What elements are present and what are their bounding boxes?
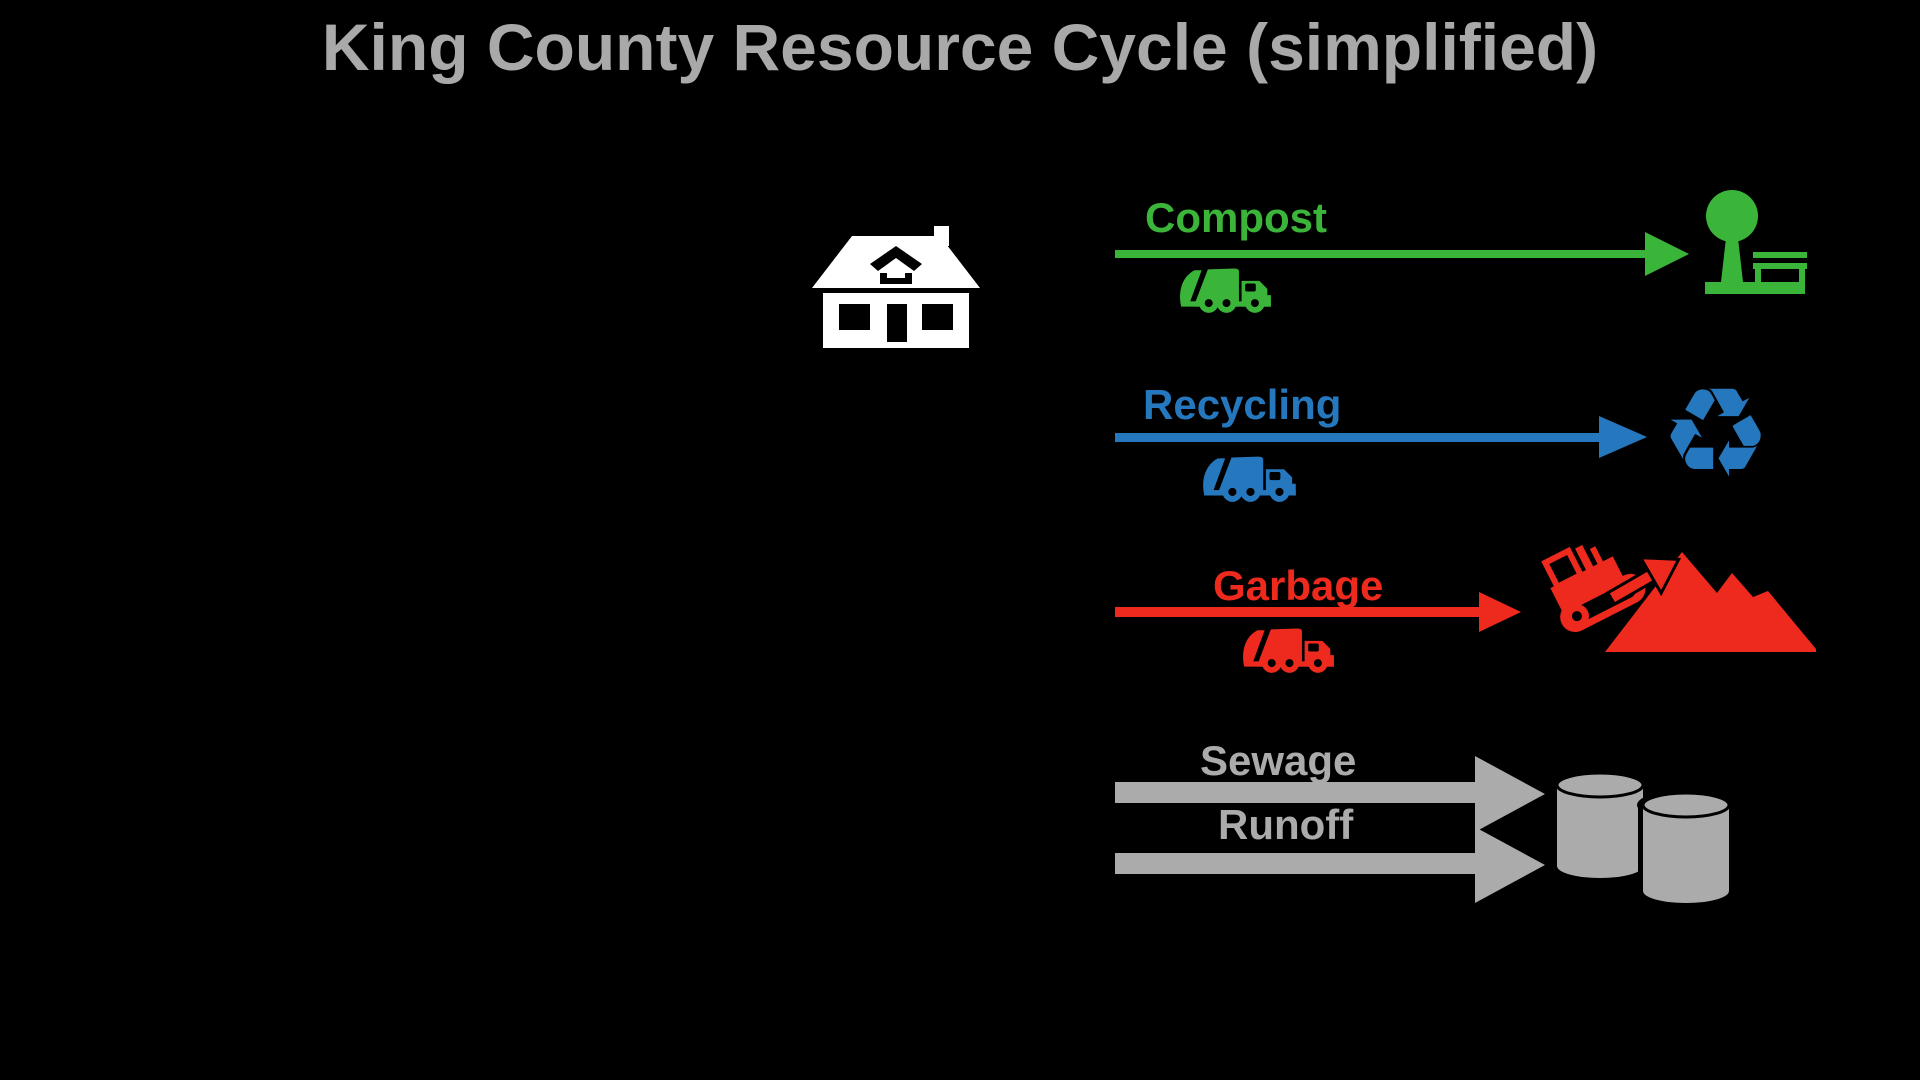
garbage-arrow — [1115, 607, 1479, 617]
sewage-label: Sewage — [1200, 737, 1357, 784]
garbage-label: Garbage — [1213, 562, 1384, 609]
park-tree-and-bench-icon — [1705, 190, 1807, 294]
compost-label: Compost — [1145, 194, 1327, 241]
recycling-arrowhead-icon — [1599, 416, 1647, 458]
recycling-symbol-icon: ♻ — [1660, 362, 1772, 506]
sewage-arrow — [1115, 782, 1475, 803]
garbage-garbage-truck-icon — [1243, 628, 1334, 673]
compost-garbage-truck-icon — [1180, 268, 1271, 313]
page-title: King County Resource Cycle (simplified) — [321, 10, 1599, 84]
recycling-garbage-truck-icon — [1203, 456, 1296, 502]
garbage-arrowhead-icon — [1479, 592, 1521, 632]
runoff-arrowhead-icon — [1475, 827, 1545, 903]
recycling-arrow — [1115, 433, 1599, 442]
runoff-label: Runoff — [1218, 801, 1354, 848]
house-icon — [812, 226, 980, 348]
landfill-bulldozer-icon — [1541, 544, 1682, 633]
compost-arrowhead-icon — [1645, 232, 1689, 276]
recycling-label: Recycling — [1143, 381, 1342, 428]
landfill-mound-icon — [1605, 552, 1816, 652]
treatment-tanks-icon — [1555, 771, 1735, 906]
sewage-arrowhead-icon — [1475, 756, 1545, 832]
runoff-arrow — [1115, 853, 1475, 874]
compost-arrow — [1115, 250, 1647, 258]
